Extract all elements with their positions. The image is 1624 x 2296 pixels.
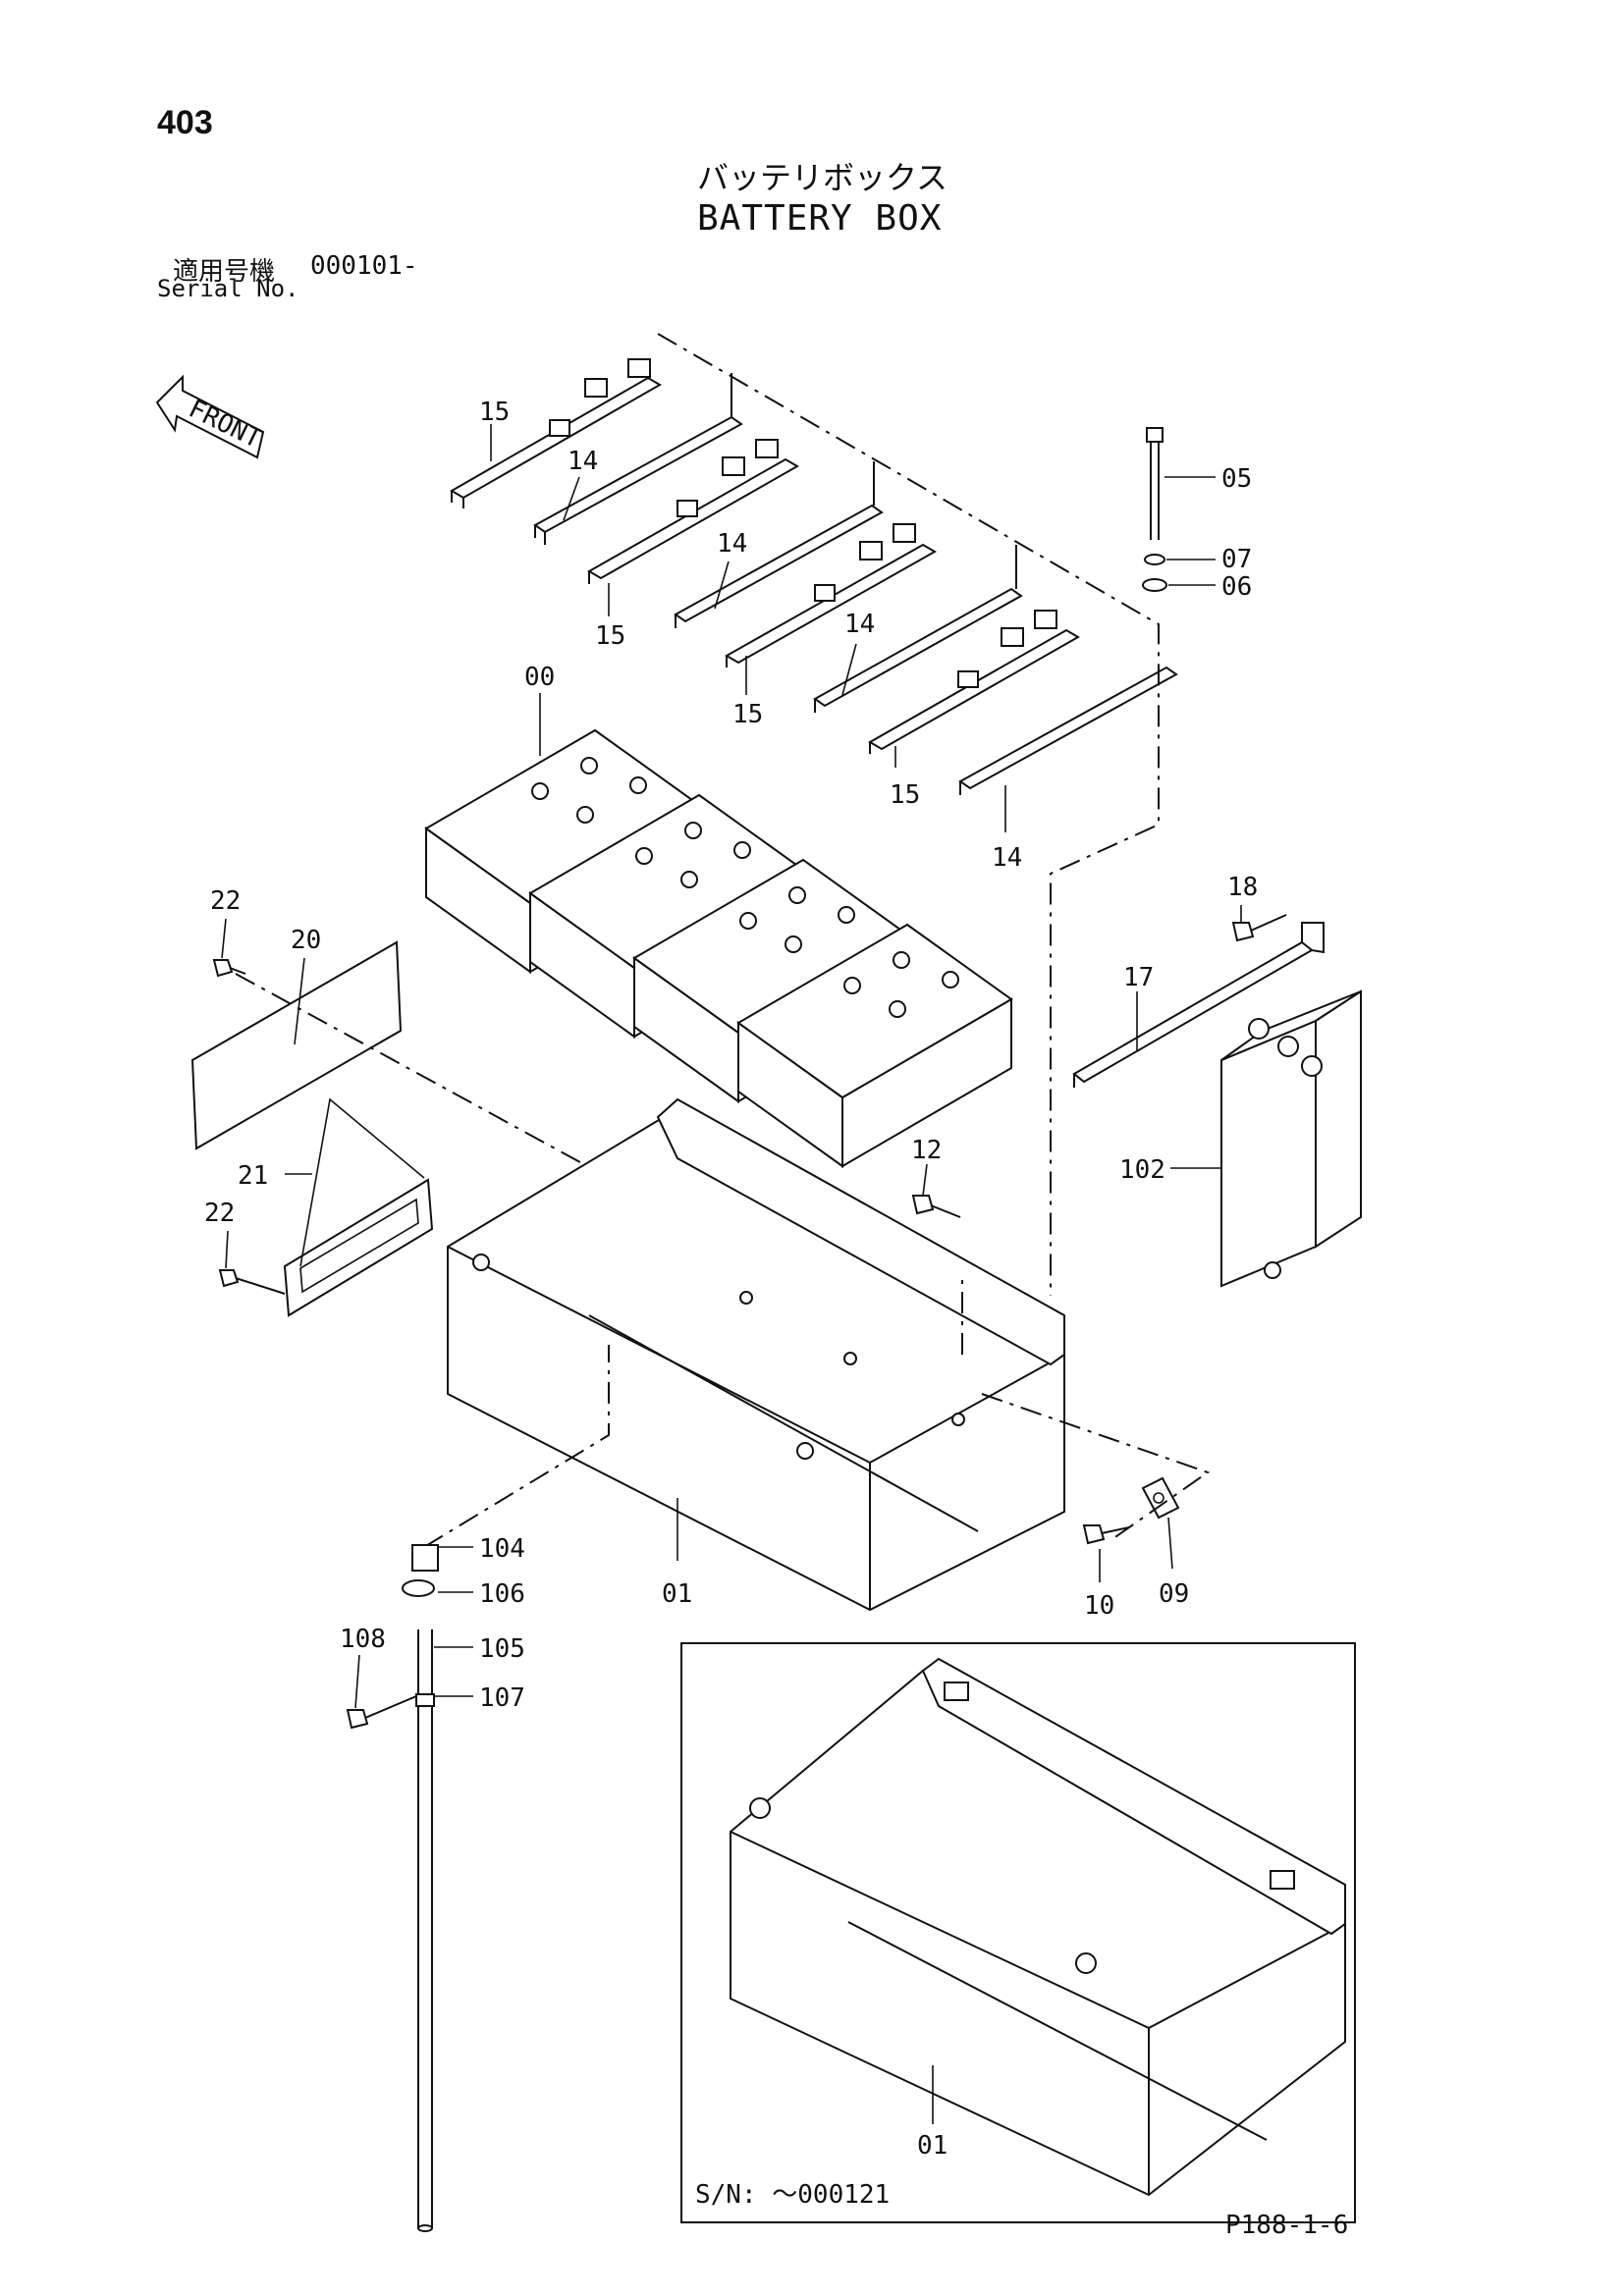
front-label: FRONT xyxy=(184,395,266,454)
inset-battery-tray xyxy=(730,1657,1346,2197)
cover-plate xyxy=(190,940,610,1179)
callout-107: 107 xyxy=(479,1683,525,1713)
inset-serial-note: S/N: ～000121 xyxy=(695,2180,890,2210)
battery-tray xyxy=(447,1097,1065,1612)
callout-105: 105 xyxy=(479,1634,525,1664)
title-japanese: バッテリボックス xyxy=(697,159,948,196)
battery-4 xyxy=(736,923,1013,1168)
drain-hose xyxy=(402,1345,610,2232)
gasket-plate xyxy=(283,1097,434,1317)
callout-01-inset: 01 xyxy=(917,2131,947,2161)
serial-label-japanese: 適用号機 xyxy=(173,257,276,287)
serial-value: 000101- xyxy=(310,251,418,281)
callout-17: 17 xyxy=(1123,963,1154,992)
bolt-22a-icon xyxy=(212,959,246,978)
callout-104: 104 xyxy=(479,1534,525,1564)
callout-22-b: 22 xyxy=(204,1199,235,1228)
callout-15-c: 15 xyxy=(732,700,763,729)
callout-15-b: 15 xyxy=(595,621,625,651)
battery-group xyxy=(424,728,1013,1168)
relay-box xyxy=(1220,989,1362,1288)
front-arrow-icon: FRONT xyxy=(155,374,266,459)
sheet-code: P188-1-6 xyxy=(1225,2211,1349,2240)
callout-14-a: 14 xyxy=(568,447,598,476)
assembly-lines xyxy=(657,333,1160,1296)
callout-07: 07 xyxy=(1221,545,1252,574)
callout-22-a: 22 xyxy=(210,886,241,916)
inset-frame xyxy=(680,1642,1356,2223)
bolt-12-icon xyxy=(911,1195,961,1218)
bolt-108-icon xyxy=(346,1695,417,1730)
callout-108: 108 xyxy=(340,1625,386,1654)
callout-12: 12 xyxy=(911,1136,942,1165)
callout-21: 21 xyxy=(238,1161,268,1191)
leader-lines xyxy=(221,424,1242,2124)
page-number: 403 xyxy=(157,104,213,141)
callout-20: 20 xyxy=(291,926,321,955)
callout-06: 06 xyxy=(1221,572,1252,602)
callout-05: 05 xyxy=(1221,464,1252,494)
bolt-18-icon xyxy=(1231,914,1287,942)
callout-15-a: 15 xyxy=(479,398,510,427)
callout-14-b: 14 xyxy=(717,529,747,559)
callout-102: 102 xyxy=(1119,1155,1165,1185)
callout-10: 10 xyxy=(1084,1591,1114,1621)
bolt-22b-icon xyxy=(218,1269,286,1295)
callout-00: 00 xyxy=(524,663,555,692)
title-english: BATTERY BOX xyxy=(697,198,943,239)
callout-14-d: 14 xyxy=(992,843,1022,873)
callout-01: 01 xyxy=(662,1579,692,1609)
bracket-09-icon xyxy=(1141,1476,1180,1520)
hold-down-17 xyxy=(1072,922,1325,1088)
hold-down-brackets xyxy=(450,358,1178,795)
callout-09: 09 xyxy=(1159,1579,1189,1609)
callout-labels: 15 14 15 14 15 14 15 14 05 07 06 00 22 2… xyxy=(204,398,1258,2210)
serial-label-english: Serial No. xyxy=(157,275,299,302)
bracket-dashline xyxy=(981,1393,1211,1542)
callout-18: 18 xyxy=(1227,873,1258,902)
callout-106: 106 xyxy=(479,1579,525,1609)
callout-15-d: 15 xyxy=(890,780,920,810)
long-bolt-icon xyxy=(1142,427,1167,592)
callout-14-c: 14 xyxy=(844,610,875,639)
bolt-10-icon xyxy=(1082,1524,1130,1545)
